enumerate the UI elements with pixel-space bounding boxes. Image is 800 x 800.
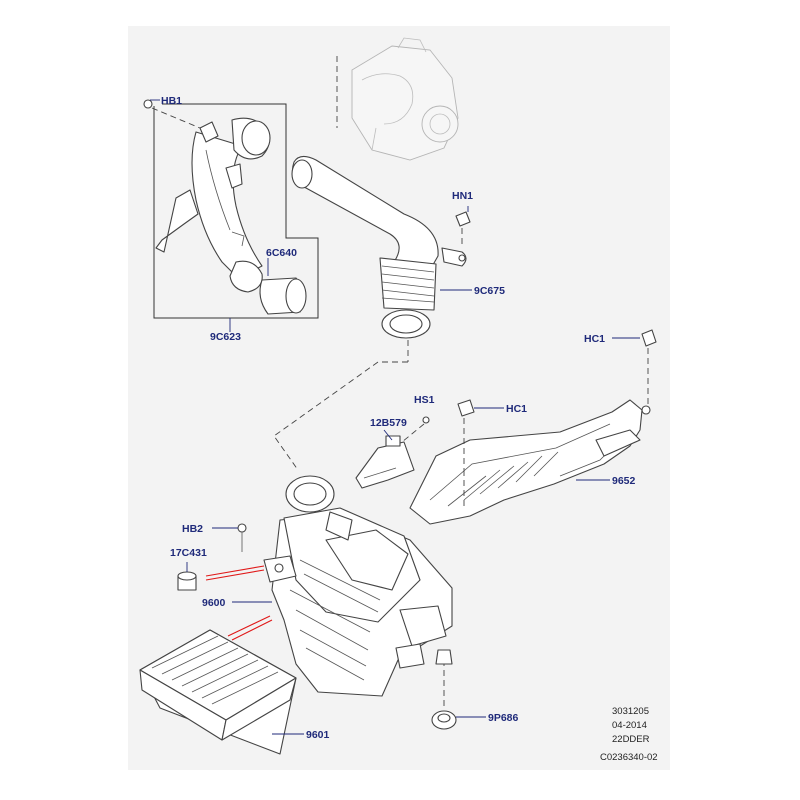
air-filter-9601 (139, 629, 297, 755)
bracket-mount-hole (641, 405, 651, 415)
coupling-opening (285, 278, 307, 314)
label-HC1-mid: HC1 (506, 403, 527, 415)
duct-top-tab (199, 121, 219, 143)
bolt-HB2 (237, 523, 247, 533)
meta-line-1: 3031205 (612, 706, 649, 717)
coupling-inner-ring (229, 260, 263, 293)
turbo-body (351, 45, 459, 161)
housing-cover-top (325, 529, 409, 591)
meta-line-3: 22DDER (612, 734, 650, 745)
label-HB1: HB1 (161, 95, 182, 107)
meta-line-4: C0236340-02 (600, 752, 658, 763)
hose-bellows (379, 257, 437, 311)
meta-line-2: 04-2014 (612, 720, 647, 731)
screw-HS1 (422, 416, 430, 424)
filter-end (221, 677, 297, 741)
coupling-6C640 (229, 260, 307, 315)
part-labels: HB1 HN1 6C640 9C675 9C623 HC1 HS1 HC1 12… (161, 95, 636, 741)
hose-to-airbox-path (273, 361, 408, 471)
screw-HB1 (143, 99, 153, 109)
air-cleaner-housing-9600 (237, 475, 453, 697)
label-9C675: 9C675 (474, 285, 505, 297)
hose-end-turbo (291, 159, 313, 189)
label-17C431: 17C431 (170, 547, 207, 559)
duct-mount-bracket (155, 189, 199, 253)
hose-bracket (441, 247, 467, 267)
outlet-hose-9C675 (291, 155, 471, 362)
duct-upper-opening (241, 120, 271, 156)
group-9C623-frame (153, 103, 319, 332)
intake-duct-9C623 (143, 99, 271, 279)
label-6C640: 6C640 (266, 247, 297, 259)
turbocharger-ghost (336, 37, 459, 161)
leader-lines (150, 99, 640, 735)
label-9P686: 9P686 (488, 712, 519, 724)
clip-HC1-mid (457, 399, 475, 417)
hose-tube (291, 155, 439, 271)
sensor-connector (385, 435, 401, 447)
bracket-main (409, 399, 643, 525)
housing-drain-side (399, 605, 447, 647)
label-9600: 9600 (202, 597, 226, 609)
group-frame-left (153, 106, 230, 319)
label-HB2: HB2 (182, 523, 203, 535)
grommet-9P686 (431, 649, 457, 730)
group-frame-right (162, 103, 319, 319)
bracket-arm-end (595, 429, 641, 457)
clip-HC1-top (641, 329, 657, 347)
label-HN1: HN1 (452, 190, 473, 202)
grommet-17C431 (177, 571, 197, 591)
support-bracket-9652 (409, 329, 657, 525)
nut-HN1 (455, 211, 471, 227)
label-HC1-top: HC1 (584, 333, 605, 345)
red-leader-lines (205, 565, 273, 641)
housing-drain-valve (395, 643, 425, 669)
turbo-inlet (421, 105, 459, 143)
label-9652: 9652 (612, 475, 636, 487)
label-9601: 9601 (306, 729, 330, 741)
drawing-metadata: 3031205 04-2014 22DDER C0236340-02 (600, 706, 658, 763)
label-9C623: 9C623 (210, 331, 241, 343)
duct-clip (225, 163, 243, 189)
sensor-body (355, 441, 415, 489)
label-HS1: HS1 (414, 394, 435, 406)
grommet-9P686-stem (435, 649, 453, 665)
housing-sensor-port (325, 511, 353, 541)
maf-sensor-12B579 (355, 416, 430, 489)
label-12B579: 12B579 (370, 417, 407, 429)
